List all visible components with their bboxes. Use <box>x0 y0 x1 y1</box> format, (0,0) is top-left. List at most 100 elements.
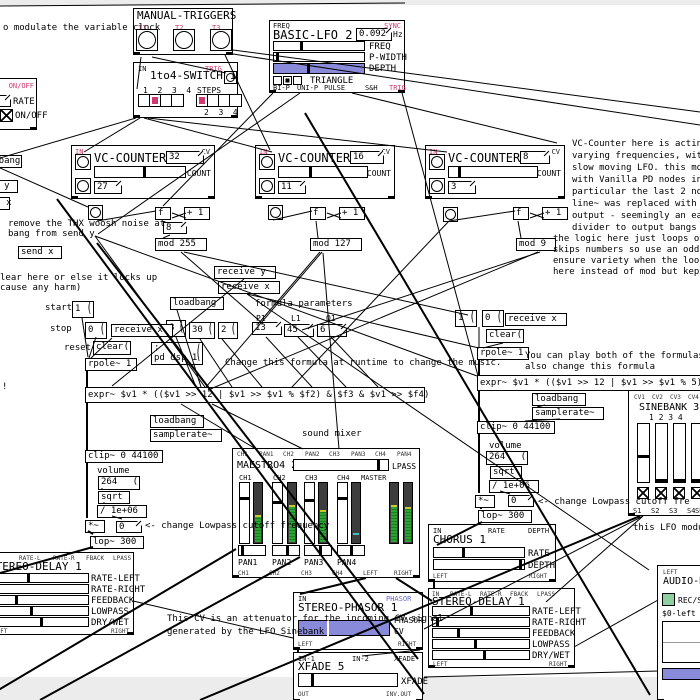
comment-cv-2: generated by the LFO Sinebank <box>167 627 325 637</box>
chain1-numbox[interactable]: 8 <box>163 222 187 234</box>
msg-30[interactable]: 30 <box>189 322 215 339</box>
delay-inlet-tag: LPASS <box>537 591 556 598</box>
mixer-ch1-fader[interactable] <box>239 482 250 544</box>
delay-rate-left-slider[interactable] <box>432 606 530 616</box>
mixer-pan3-slider[interactable] <box>304 545 332 556</box>
counter-count-numbox[interactable]: 16 <box>350 151 384 164</box>
sinebank-slider-4[interactable] <box>691 423 700 483</box>
counter-sub-numbox[interactable]: 3 <box>448 181 476 194</box>
mixer-pan2-slider[interactable] <box>272 545 300 556</box>
bang-t1[interactable] <box>136 29 158 51</box>
counter-slider[interactable] <box>94 166 186 178</box>
numbox-p1[interactable]: 13 <box>252 322 282 335</box>
lfo-pwidth-slider[interactable] <box>273 52 365 62</box>
counter-in-bang[interactable] <box>259 154 275 170</box>
numbox-q1[interactable]: 6 <box>317 324 347 337</box>
obj-sqrt-left: sqrt <box>98 491 130 504</box>
sinebank-slider-3[interactable] <box>673 423 686 483</box>
counter-slider[interactable] <box>448 166 538 178</box>
msg-pd-dsp-1[interactable]: ; pd dsp 1 <box>151 342 203 365</box>
msg-volume-right[interactable]: 264 <box>486 451 528 465</box>
msg-clear[interactable]: clear <box>93 341 131 355</box>
delay-inlet-tag: FBACK <box>86 555 105 562</box>
trigger-label-t2: T2 <box>175 24 184 32</box>
mixer-ch2-vu <box>287 482 297 544</box>
counter-sub-numbox[interactable]: 27 <box>94 181 122 194</box>
chain3-bang[interactable] <box>443 207 458 222</box>
sinebank-toggle-s3[interactable] <box>673 487 685 499</box>
label-l1: L1 <box>291 314 301 323</box>
sinebank-slider-1[interactable] <box>637 423 650 483</box>
recorder-rec-toggle[interactable] <box>662 593 675 606</box>
obj-rpole-left: rpole~ 1 <box>85 358 137 371</box>
counter-count-numbox[interactable]: 8 <box>520 151 550 164</box>
lfo-freq-slider[interactable] <box>273 41 365 51</box>
delay-feedback-slider[interactable] <box>432 628 530 638</box>
xfade-slider[interactable] <box>298 673 398 687</box>
delay-rate-left-slider[interactable] <box>0 573 89 583</box>
msg-start-1[interactable]: 1 <box>72 301 94 318</box>
chain1-bang[interactable] <box>88 205 103 220</box>
delay-lowpass-slider[interactable] <box>432 639 530 649</box>
switch-steps-radio[interactable] <box>196 94 242 107</box>
counter-out-bang[interactable] <box>429 178 445 194</box>
lfo-freq-numbox[interactable]: 0.092 <box>356 28 392 41</box>
counter-count-numbox[interactable]: 32 <box>166 151 204 164</box>
mixer-ch3-fader[interactable] <box>304 482 315 544</box>
msg-clear-right[interactable]: clear <box>486 329 524 343</box>
chorus-depth-label: DEPTH <box>528 561 556 571</box>
obj-lop-right: lop~ 300 <box>478 510 532 523</box>
lfo-depth-slider[interactable] <box>273 63 365 74</box>
obj-div-left: / 1e+06 <box>97 505 147 518</box>
mixer-ch4-fader[interactable] <box>337 482 348 544</box>
comment-play-note: You can play both of the formulas at the… <box>525 351 700 372</box>
chorus-left-tag: LEFT <box>433 573 448 580</box>
delay-slider-label: RATE-LEFT <box>532 607 581 617</box>
comment-change-formula: Change this formula at runtime to change… <box>225 358 502 368</box>
mixer-pan4-slider[interactable] <box>337 545 365 556</box>
delay-rate-right-slider[interactable] <box>0 584 89 594</box>
sinebank-toggle-s4[interactable] <box>691 487 700 499</box>
counter-out-bang[interactable] <box>259 178 275 194</box>
delay-rate-right-slider[interactable] <box>432 617 530 627</box>
clock-onoff-toggle[interactable] <box>0 109 13 122</box>
delay-feedback-slider[interactable] <box>0 595 89 605</box>
sinebank-toggle-s2[interactable] <box>655 487 667 499</box>
clock-rate-label: RATE <box>13 97 35 107</box>
chorus-rate-slider[interactable] <box>433 547 525 558</box>
obj-mod-9: mod 9 <box>516 238 556 251</box>
bang-t3[interactable] <box>210 29 232 51</box>
numbox-zero-left[interactable]: 0 <box>116 521 142 533</box>
obj-expr-left: expr~ $v1 * (($v1 >> 12 | $v1 >> $v1 % $… <box>85 387 429 403</box>
delay-lowpass-slider[interactable] <box>0 606 89 616</box>
counter-slider[interactable] <box>278 166 368 178</box>
delay-drywet-slider[interactable] <box>0 617 89 627</box>
module-maestro4-mixer: CH1 PAN1 CH2 PAN2 CH3 PAN3 CH4 PAN4 MAES… <box>232 448 420 578</box>
msg-right-1[interactable]: 1 <box>455 310 477 327</box>
msg-volume-left[interactable]: 264 <box>98 476 140 490</box>
mixer-lpass-slider[interactable] <box>293 459 389 471</box>
mixer-ch2-fader[interactable] <box>272 482 283 544</box>
counter-out-bang[interactable] <box>75 178 91 194</box>
clock-rate-numbox[interactable] <box>0 95 11 107</box>
numbox-zero-right[interactable]: 0 <box>508 495 534 507</box>
mixer-pan1-slider[interactable] <box>238 545 266 556</box>
numbox-l1[interactable]: 45 <box>284 324 314 337</box>
delay-drywet-slider[interactable] <box>432 650 530 660</box>
chorus-depth-slider[interactable] <box>433 559 525 570</box>
recorder-position-slider[interactable] <box>662 668 700 680</box>
phasor-cv-label: CV <box>394 627 404 636</box>
switch-steps-label: STEPS <box>197 86 222 95</box>
module-chorus: IN RATE DEPTH CHORUS 1 RATE DEPTH LEFT R… <box>428 524 556 582</box>
sinebank-slider-2[interactable] <box>655 423 668 483</box>
msg-stop-0[interactable]: 0 <box>85 322 107 339</box>
bang-t2[interactable] <box>173 29 195 51</box>
msg-2[interactable]: 2 <box>218 322 238 339</box>
chain2-bang[interactable] <box>268 205 283 220</box>
counter-in-bang[interactable] <box>429 154 445 170</box>
counter-in-bang[interactable] <box>75 154 91 170</box>
module-title: AUDIO-RE <box>663 576 700 587</box>
msg-right-0[interactable]: 0 <box>482 310 504 327</box>
switch-position-radio[interactable] <box>138 94 184 107</box>
counter-sub-numbox[interactable]: 11 <box>278 181 306 194</box>
